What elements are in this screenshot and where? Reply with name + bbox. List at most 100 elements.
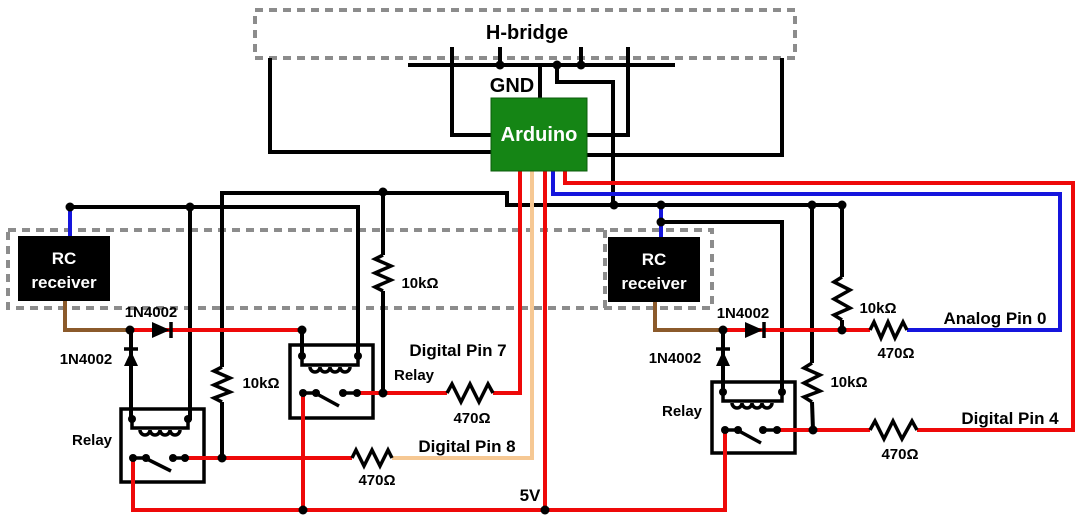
junction-dot [185, 202, 195, 212]
relay-middle-coil-frame [300, 356, 360, 367]
junction-dot [297, 325, 307, 335]
diode-label-right-horizontal: 1N4002 [717, 305, 770, 322]
junction-dot [552, 60, 562, 70]
digital-pin-7-label: Digital Pin 7 [409, 341, 506, 360]
h-bridge-outline [253, 8, 797, 60]
relay-middle-coil [308, 366, 352, 374]
relay-terminal [142, 454, 150, 462]
resistor-470-label-analog0: 470Ω [877, 345, 914, 362]
relay-terminal [354, 352, 362, 360]
resistor-10k-right-lower [800, 361, 825, 404]
relay-left-switch-lever [146, 457, 172, 473]
diode-triangle [716, 351, 730, 366]
wire-5v-bus [131, 430, 727, 512]
arduino-label: Arduino [501, 124, 578, 146]
junction-dot [837, 325, 847, 335]
digital-pin-8-label: Digital Pin 8 [418, 437, 515, 456]
rc-receiver-right-label-1: RC [642, 250, 667, 269]
relay-terminal [759, 426, 767, 434]
resistor-470-pin8 [350, 446, 394, 470]
resistor-10k-right-upper [830, 275, 854, 322]
relay-left-label: Relay [72, 432, 113, 449]
relay-terminal-dots [128, 352, 786, 462]
resistor-470-label-pin7: 470Ω [453, 410, 490, 427]
resistor-10k-label-2: 10kΩ [242, 375, 279, 392]
resistor-10k-left-upper [370, 253, 396, 293]
wire-right-relay-coil-return [661, 220, 784, 392]
diode-triangle [745, 322, 763, 338]
resistor-10k-label-4: 10kΩ [830, 374, 867, 391]
junction-dot [837, 200, 847, 210]
rc-receiver-left-label-2: receiver [31, 273, 97, 292]
rc-receiver-left-box [18, 236, 110, 301]
wire-hbridge-left-feed [268, 58, 491, 154]
wire-10k4-lower [810, 401, 815, 431]
relay-terminal [299, 389, 307, 397]
wire-digital-pin-8-tan [392, 171, 534, 460]
relay-terminal [184, 415, 192, 423]
wire-hbridge-right-feed [587, 58, 784, 157]
wire-right-rc-brown [653, 302, 723, 332]
relay-middle-label: Relay [394, 367, 435, 384]
diode-label-right-vertical: 1N4002 [649, 350, 702, 367]
junction-dot [65, 202, 75, 212]
analog-pin-0-label: Analog Pin 0 [944, 309, 1047, 328]
relay-terminal [353, 389, 361, 397]
relay-left-coil [138, 429, 182, 437]
relay-terminal [773, 426, 781, 434]
relay-terminal [128, 415, 136, 423]
wire-left-rc-brown [63, 301, 130, 332]
resistor-470-label-pin8: 470Ω [358, 472, 395, 489]
relay-left-coil-frame [130, 419, 190, 430]
junction-dot [656, 217, 666, 227]
junction-dot [495, 60, 505, 70]
resistor-10k-label-3: 10kΩ [859, 300, 896, 317]
diode-1n4002-left-vertical [124, 347, 138, 366]
wire-gnd-drop-right [555, 65, 615, 205]
junction-dot [125, 325, 135, 335]
rc-receiver-left-label-1: RC [52, 249, 77, 268]
relay-terminal [181, 454, 189, 462]
junction-dots [65, 60, 847, 515]
gnd-label: GND [490, 75, 534, 97]
relay-terminal [169, 454, 177, 462]
resistor-470-analog0 [868, 317, 909, 343]
diode-1n4002-right-vertical [716, 347, 730, 366]
junction-dot [807, 200, 817, 210]
relay-right-coil [730, 402, 774, 410]
relay-middle-switch-lever [316, 392, 340, 408]
wire-hbridge-to-arduino-left [450, 47, 491, 137]
wire-analog-pin-0 [551, 171, 1062, 332]
junction-dot [609, 200, 619, 210]
wire-digital-pin-7-a [493, 171, 522, 395]
diode-triangle [152, 322, 170, 338]
junction-dot [217, 453, 227, 463]
relay-terminal [721, 426, 729, 434]
junction-dot [540, 505, 550, 515]
digital-pin-4-label: Digital Pin 4 [961, 409, 1059, 428]
relay-terminal [312, 389, 320, 397]
junction-dot [378, 388, 388, 398]
resistor-470-label-pin4: 470Ω [881, 446, 918, 463]
junction-dot [808, 425, 818, 435]
resistor-10k-left-lower [209, 365, 235, 404]
wire-upper-black-net [220, 191, 842, 367]
relay-right-coil-frame [721, 392, 784, 403]
relay-terminal [298, 352, 306, 360]
wire-hbridge-to-arduino-right [587, 47, 630, 137]
junction-dot [656, 200, 666, 210]
diode-triangle [124, 351, 138, 366]
rc-receiver-right-box [608, 237, 700, 302]
relay-right-label: Relay [662, 403, 703, 420]
junction-dot [298, 505, 308, 515]
relay-right-switch-lever [738, 429, 762, 445]
arduino-box [490, 97, 588, 172]
wire-digital-pin-4-a [563, 171, 1075, 432]
relay-terminal [339, 389, 347, 397]
resistor-470-pin7 [445, 380, 495, 406]
resistor-470-pin4 [868, 417, 919, 443]
junction-dot [576, 60, 586, 70]
diode-1n4002-left-horizontal [152, 322, 173, 338]
rc-receiver-right-label-2: receiver [621, 274, 687, 293]
relay-terminal [778, 388, 786, 396]
